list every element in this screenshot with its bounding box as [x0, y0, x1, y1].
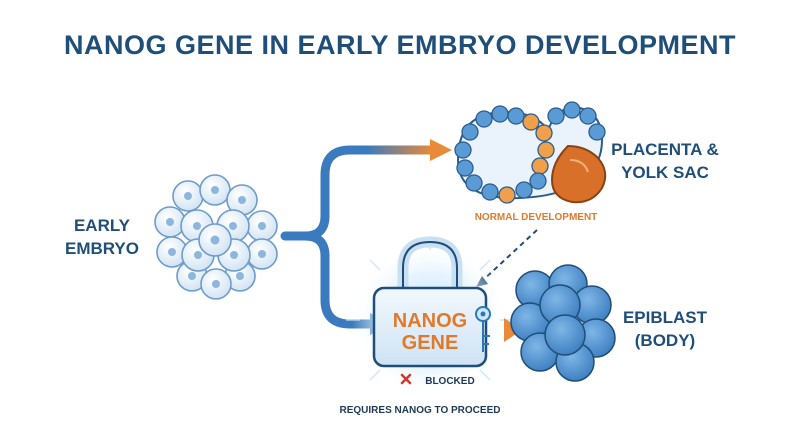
epiblast-line1: EPIBLAST — [622, 308, 708, 327]
key-hole — [480, 311, 486, 317]
early-embryo-line2: EMBRYO — [65, 239, 139, 258]
branch-arrows — [280, 145, 437, 329]
blastocyst-icon — [454, 101, 607, 204]
cell-nuclei — [166, 186, 266, 288]
lock-gene-label: NANOG GENE — [382, 310, 478, 354]
normal-development-label: NORMAL DEVELOPMENT — [474, 212, 598, 223]
lock-text-line2: GENE — [401, 332, 459, 354]
placenta-line1: PLACENTA & — [611, 140, 719, 159]
placenta-label: PLACENTA & YOLK SAC — [600, 138, 730, 184]
epiblast-label: EPIBLAST (BODY) — [610, 306, 720, 352]
epiblast-cluster-icon — [510, 264, 616, 382]
arrow-head-top — [430, 139, 452, 161]
requires-label: REQUIRES NANOG TO PROCEED — [339, 405, 501, 416]
padlock-icon — [372, 236, 488, 368]
page-title: NANOG GENE IN EARLY EMBRYO DEVELOPMENT — [63, 30, 737, 60]
early-embryo-label: EARLY EMBRYO — [52, 214, 152, 260]
lock-text-line1: NANOG — [392, 310, 468, 332]
epiblast-line2: (BODY) — [634, 331, 696, 350]
placenta-line2: YOLK SAC — [621, 163, 709, 182]
blocked-text: BLOCKED — [425, 376, 475, 387]
blocked-label: ✕BLOCKED — [388, 372, 498, 388]
x-mark-icon — [400, 373, 412, 385]
early-embryo-line1: EARLY — [73, 216, 131, 235]
